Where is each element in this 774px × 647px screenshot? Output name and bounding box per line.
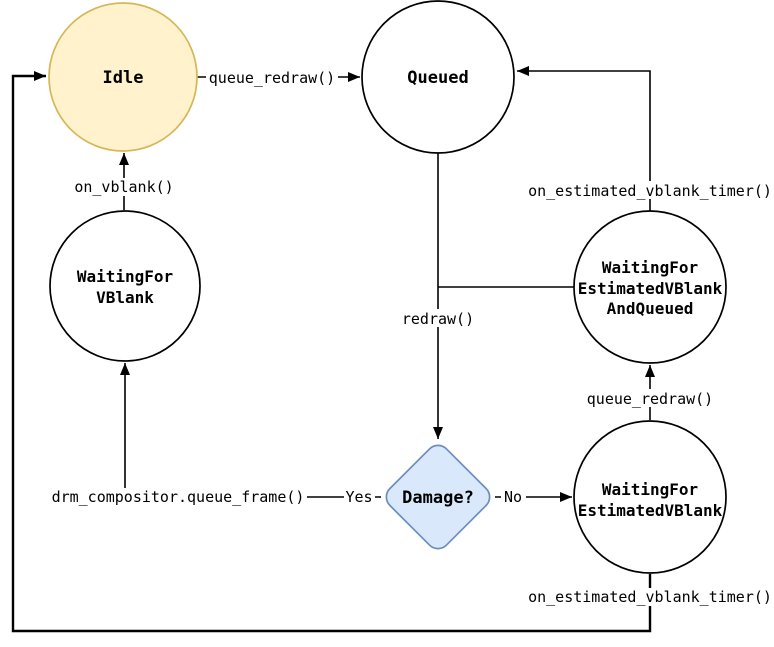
- edge-label-redraw: redraw(): [402, 310, 474, 328]
- decision-damage-label: Damage?: [402, 488, 474, 508]
- state-waiting-for-estimated-vblank-and-queued-label-line3: AndQueued: [607, 299, 694, 318]
- label-backdrop: [501, 489, 526, 505]
- edge-label-yes: Yes: [345, 488, 372, 506]
- edge-label-on-vblank: on_vblank(): [74, 178, 173, 196]
- edge-and-queued-to-queued: [517, 66, 651, 211]
- state-waiting-for-estimated-vblank-shape: [573, 420, 727, 574]
- label-backdrop: [206, 68, 338, 86]
- state-waiting-for-estimated-vblank-and-queued-label-line1: WaitingFor: [602, 258, 698, 277]
- state-queued-label: Queued: [407, 68, 468, 88]
- state-waiting-for-estimated-vblank-label-line2: EstimatedVBlank: [578, 501, 723, 520]
- state-waiting-for-estimated-vblank-and-queued-shape: [573, 210, 727, 364]
- state-queued-shape: [361, 0, 515, 154]
- label-backdrop: [525, 181, 774, 199]
- edge-label-on-estimated-vblank-timer-top: on_estimated_vblank_timer(): [528, 182, 772, 200]
- state-waiting-for-vblank-label-line2: VBlank: [96, 288, 154, 307]
- label-backdrop: [399, 309, 477, 327]
- label-backdrop: [344, 489, 375, 505]
- label-backdrop: [49, 488, 307, 506]
- state-idle-label: Idle: [103, 68, 144, 88]
- label-backdrop: [584, 389, 716, 407]
- edge-label-queue-redraw-idle: queue_redraw(): [209, 69, 335, 87]
- edge-labels: queue_redraw() on_vblank() redraw() drm_…: [49, 68, 774, 606]
- edge-estimated-vblank-to-idle: [11, 71, 652, 633]
- state-waiting-for-vblank-shape: [49, 210, 201, 362]
- edge-label-no: No: [504, 488, 522, 506]
- state-waiting-for-vblank-label-line1: WaitingFor: [77, 267, 173, 286]
- edge-label-on-estimated-vblank-timer-bottom: on_estimated_vblank_timer(): [528, 588, 772, 606]
- state-idle-shape: [48, 2, 198, 152]
- label-backdrop: [71, 178, 177, 196]
- state-nodes: Idle Queued WaitingFor VBlank WaitingFor…: [48, 0, 727, 574]
- edge-label-queue-redraw-estimated: queue_redraw(): [587, 390, 713, 408]
- label-backdrop: [525, 588, 774, 606]
- edge-damage-yes-to-vblank: [120, 363, 381, 498]
- state-waiting-for-estimated-vblank-and-queued-label-line2: EstimatedVBlank: [578, 279, 723, 298]
- state-waiting-for-estimated-vblank-label-line1: WaitingFor: [602, 480, 698, 499]
- decision-damage-shape: [385, 444, 491, 550]
- edge-label-drm-queue-frame: drm_compositor.queue_frame(): [52, 488, 305, 506]
